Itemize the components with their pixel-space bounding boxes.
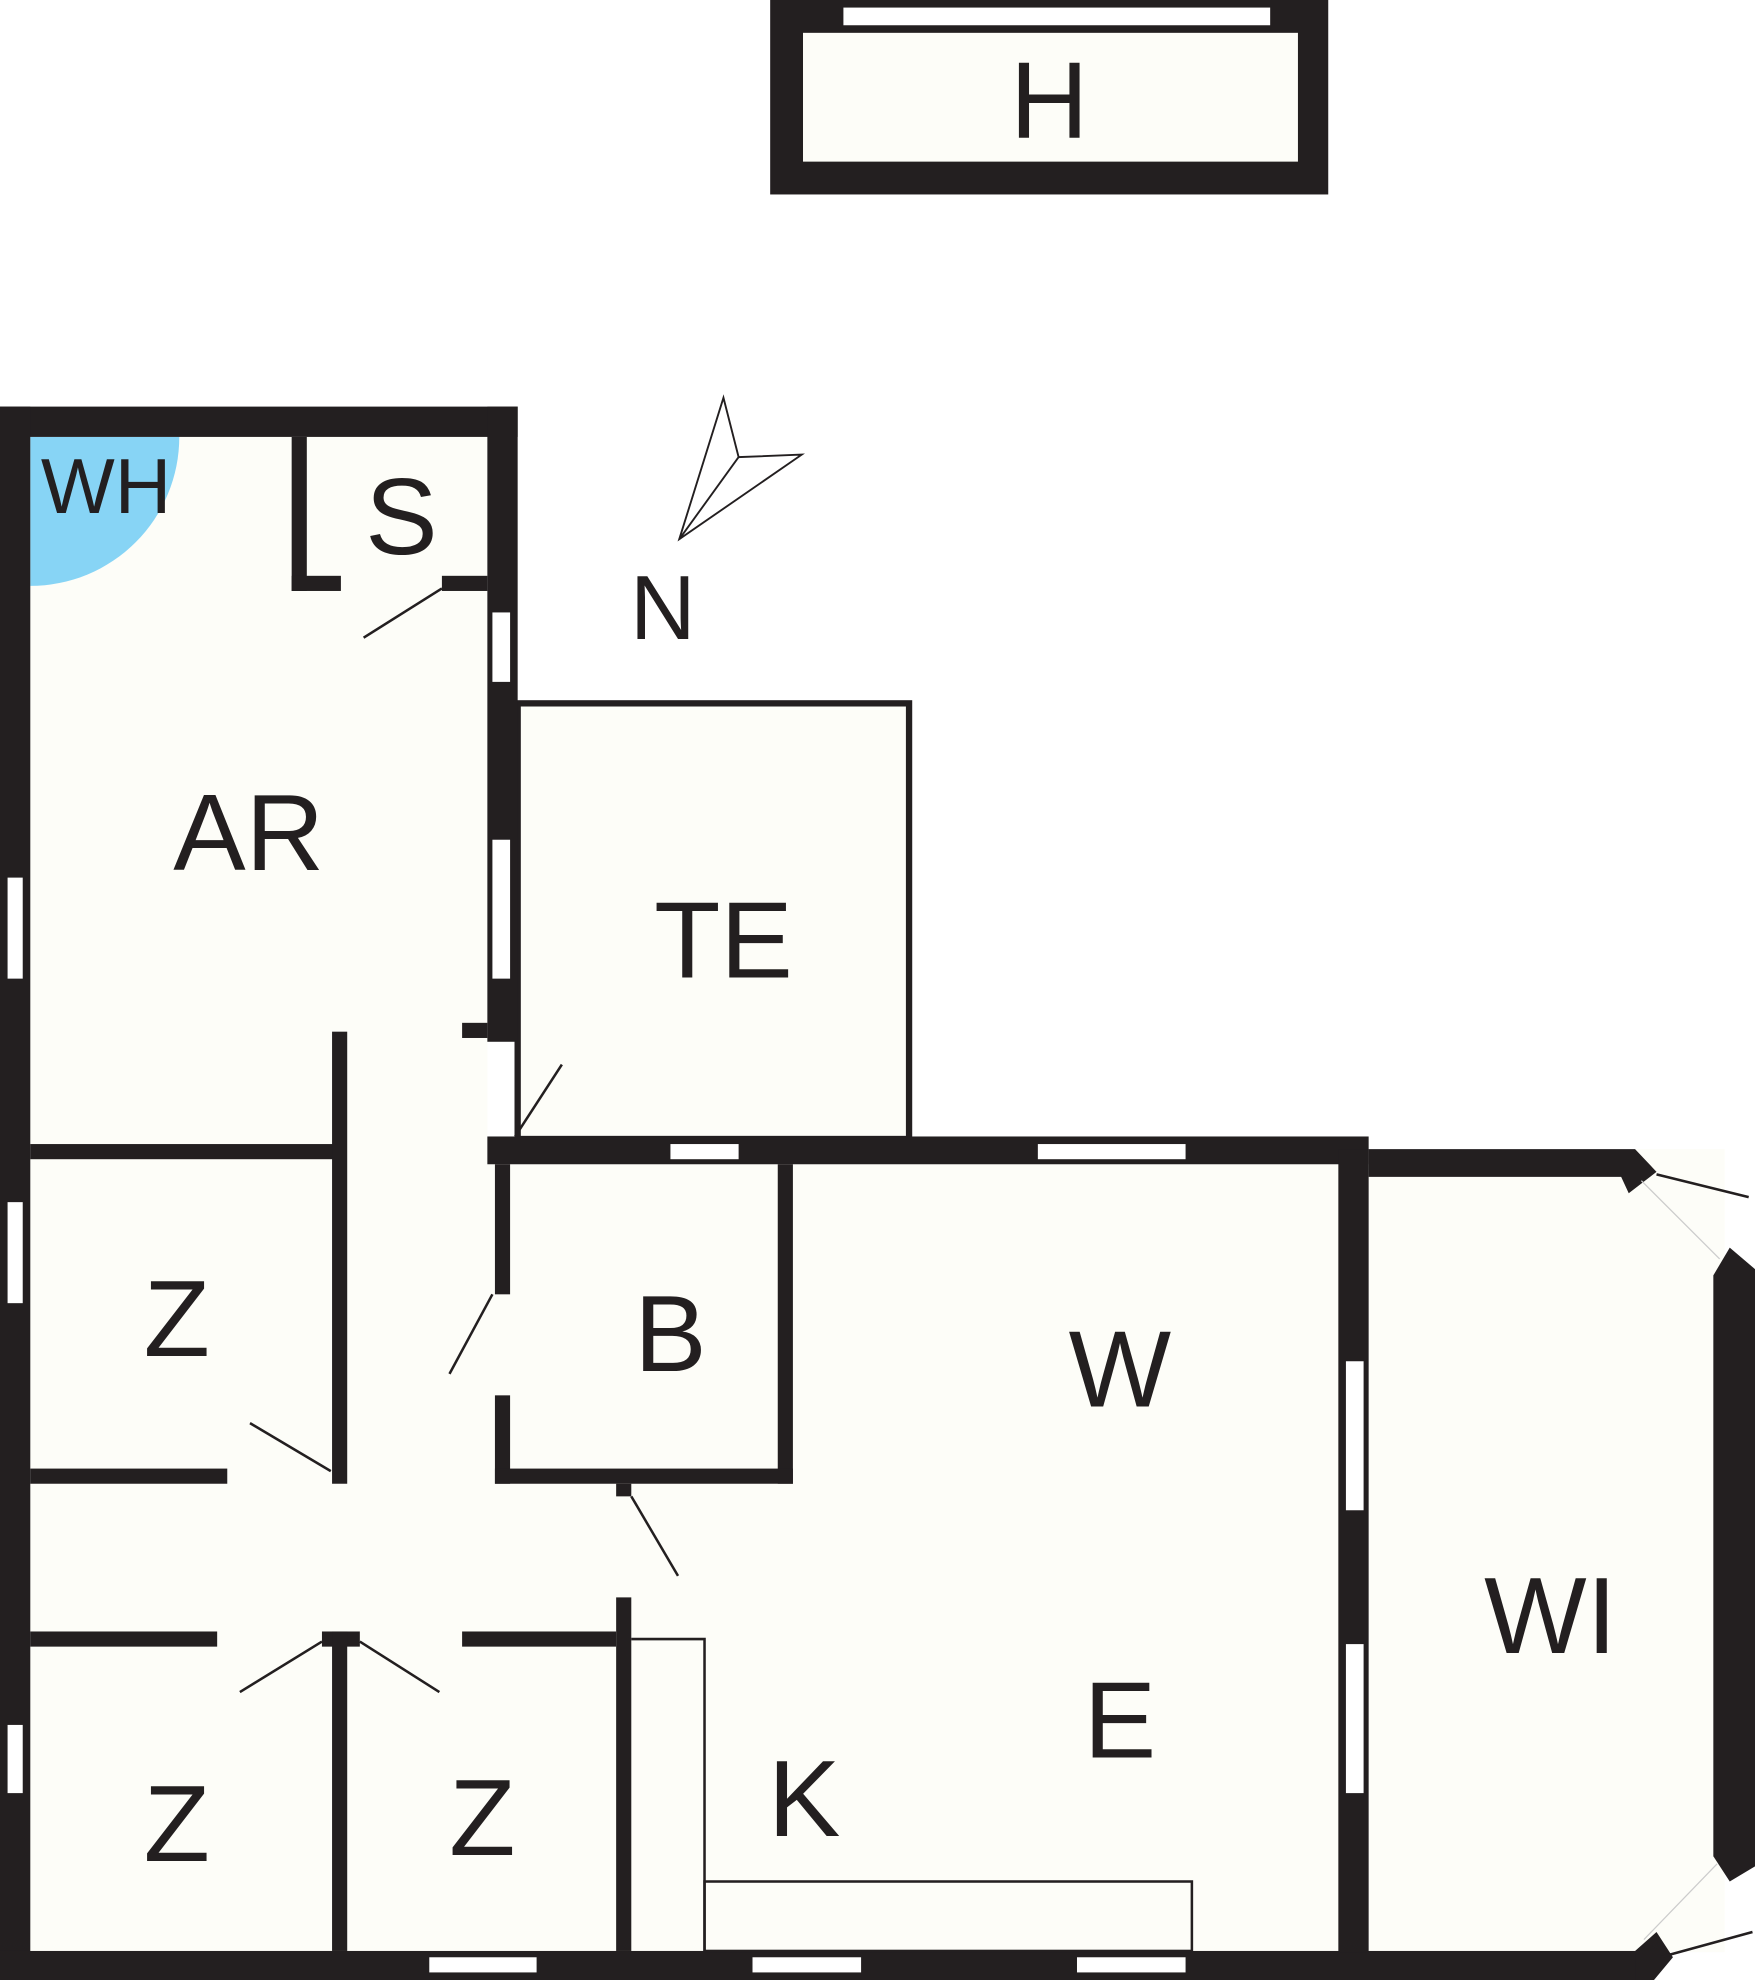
north-arrow-icon: [677, 394, 805, 542]
label-z-3: Z: [449, 1758, 515, 1879]
windows: [7, 612, 1364, 1973]
label-wh: WH: [41, 442, 171, 530]
label-z-1: Z: [144, 1259, 210, 1380]
door-swings: [239, 587, 680, 1694]
water-heater-icon: [30, 436, 180, 586]
room-h: [770, 0, 1329, 195]
label-e: E: [1084, 1661, 1156, 1782]
label-ar: AR: [173, 773, 324, 894]
label-k: K: [768, 1739, 840, 1860]
label-wi: WI: [1484, 1556, 1617, 1677]
label-b: B: [634, 1274, 706, 1395]
room-te: [517, 703, 910, 1140]
label-s: S: [365, 457, 437, 578]
label-te: TE: [654, 880, 793, 1001]
label-north: N: [630, 558, 696, 659]
kitchen-counter: [631, 1637, 706, 1951]
label-h: H: [1010, 41, 1088, 162]
label-w: W: [1069, 1310, 1172, 1431]
label-z-2: Z: [144, 1764, 210, 1885]
